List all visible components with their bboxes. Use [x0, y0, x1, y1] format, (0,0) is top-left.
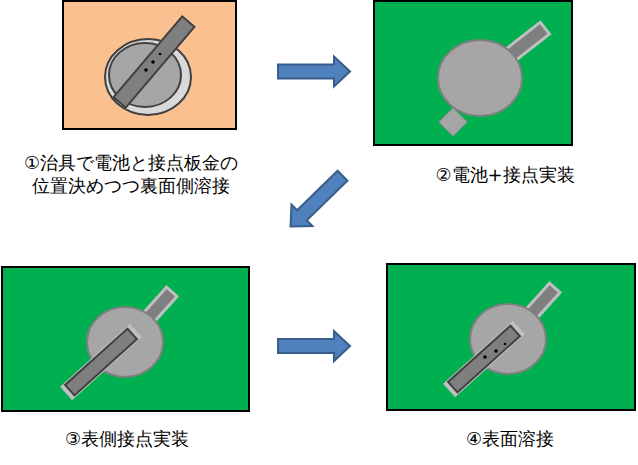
board-panel: [374, 1, 572, 145]
step-panel: ①治具で電池と接点板金の 位置決めつつ裏面側溶接: [63, 1, 236, 129]
weld-dot: [504, 343, 507, 346]
step-panel: ③表側接点実装: [2, 267, 249, 411]
flow-arrow: [278, 331, 350, 361]
front-pad: [443, 321, 525, 397]
front-contact: [448, 326, 520, 393]
step-panel: ②電池+接点実装: [374, 1, 572, 145]
weld-dot: [144, 68, 148, 72]
weld-dot: [151, 60, 155, 64]
board-panel: [2, 267, 249, 411]
step-caption: ②電池+接点実装: [405, 164, 605, 187]
step-panel: ④表面溶接: [387, 264, 635, 410]
step-caption: ④表面溶接: [400, 428, 620, 451]
fixture-panel: [63, 1, 236, 129]
weld-dot: [159, 53, 162, 56]
step-caption: ①治具で電池と接点板金の 位置決めつつ裏面側溶接: [15, 152, 247, 197]
weld-dot: [483, 355, 487, 359]
contact-plate: [114, 16, 195, 107]
board-panel: [387, 264, 635, 410]
front-contact: [65, 329, 137, 396]
front-pad: [60, 324, 142, 400]
contact-pad: [439, 108, 467, 136]
step-caption: ③表側接点実装: [17, 428, 237, 451]
weld-dot: [494, 349, 498, 353]
battery: [438, 40, 522, 116]
flow-arrow: [278, 57, 350, 87]
flow-arrow: [291, 171, 348, 227]
